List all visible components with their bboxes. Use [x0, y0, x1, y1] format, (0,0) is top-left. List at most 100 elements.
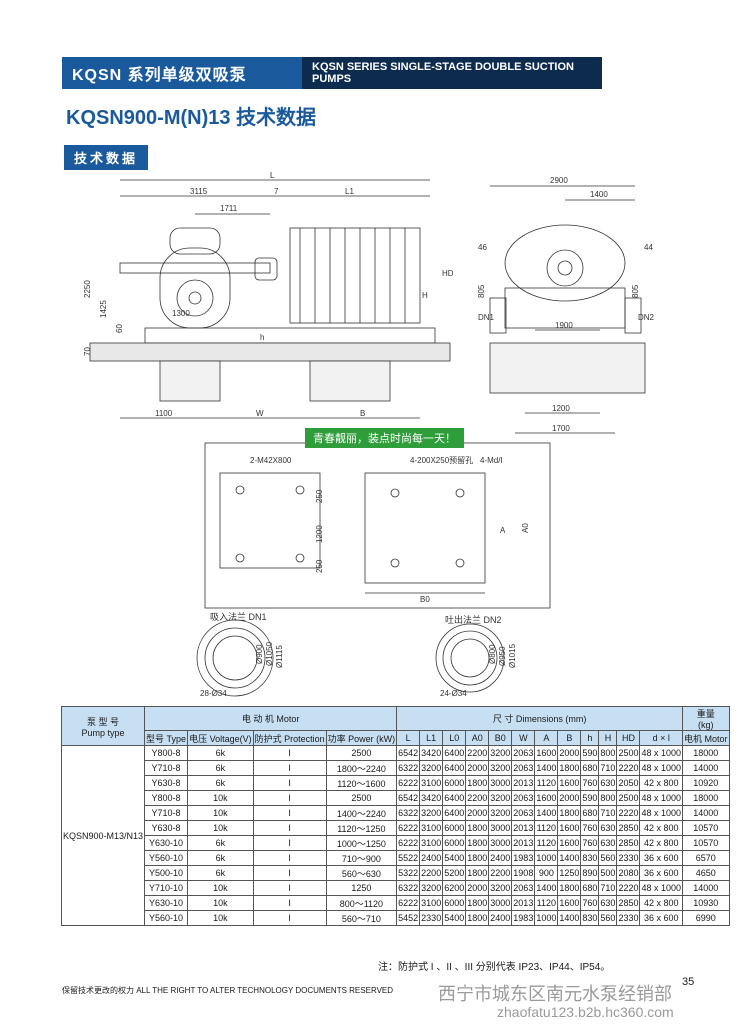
slogan-banner: 青春靓丽，装点时尚每一天！	[305, 428, 464, 448]
dim-1425: 1425	[99, 300, 108, 318]
table-cell: 1800	[465, 865, 490, 881]
table-cell: 6000	[442, 895, 467, 911]
table-cell: 2000	[465, 760, 490, 776]
table-cell: Y710-10	[144, 880, 189, 896]
table-cell: 1400	[557, 850, 582, 866]
table-cell: 5522	[396, 850, 421, 866]
table-cell: 10k	[187, 805, 254, 821]
table-cell: 1800	[465, 850, 490, 866]
table-cell: 36 x 600	[639, 910, 684, 926]
table-cell: 680	[580, 880, 600, 896]
col-dim: HD	[616, 730, 641, 746]
table-cell: 1400	[534, 880, 559, 896]
table-cell: Y500-10	[144, 865, 189, 881]
table-cell: 1600	[557, 820, 582, 836]
table-cell: 6400	[442, 760, 467, 776]
table-cell: 36 x 600	[639, 865, 684, 881]
table-cell: 14000	[682, 760, 730, 776]
table-cell: 3200	[488, 760, 513, 776]
table-cell: 2063	[511, 880, 536, 896]
dim-44: 44	[644, 243, 653, 252]
hdr-motor: 电 动 机 Motor	[144, 706, 398, 731]
table-cell: 2063	[511, 805, 536, 821]
table-cell: 3200	[419, 805, 444, 821]
dim-HD: HD	[442, 269, 454, 278]
table-cell: 1600	[534, 745, 559, 761]
table-cell: 4650	[682, 865, 730, 881]
table-cell: 560～710	[325, 910, 398, 926]
col-dim: d × l	[639, 730, 684, 746]
table-cell: Y560-10	[144, 910, 189, 926]
dim-s1115: Ø1115	[275, 645, 284, 668]
table-cell: I	[252, 745, 327, 761]
table-cell: 760	[580, 835, 600, 851]
table-cell: 1120	[534, 820, 559, 836]
table-cell: 1983	[511, 910, 536, 926]
table-cell: 2080	[616, 865, 641, 881]
table-cell: 6542	[396, 790, 421, 806]
page-number: 35	[682, 976, 695, 988]
dim-70: 70	[83, 347, 92, 356]
table-cell: 630	[598, 775, 618, 791]
dim-805b: 805	[631, 284, 640, 298]
table-cell: 1000	[534, 850, 559, 866]
table-cell: 760	[580, 820, 600, 836]
table-cell: 48 x 1000	[639, 760, 684, 776]
table-cell: 890	[580, 865, 600, 881]
table-cell: 830	[580, 910, 600, 926]
table-cell: 2000	[557, 745, 582, 761]
table-cell: 6400	[442, 805, 467, 821]
table-cell: 10k	[187, 820, 254, 836]
table-cell: 1120	[534, 775, 559, 791]
table-cell: 1800	[465, 895, 490, 911]
table-cell: 630	[598, 820, 618, 836]
table-cell: I	[252, 910, 327, 926]
table-cell: 5400	[442, 850, 467, 866]
protection-note: 注：防护式 I 、II 、III 分别代表 IP23、IP44、IP54。	[378, 962, 611, 973]
table-cell: Y710-8	[144, 805, 189, 821]
table-cell: 2200	[465, 745, 490, 761]
table-cell: 710	[598, 880, 618, 896]
table-cell: 6570	[682, 850, 730, 866]
table-cell: I	[252, 760, 327, 776]
footer-rights: 保留技术更改的权力 ALL THE RIGHT TO ALTER TECHNOL…	[62, 986, 394, 995]
table-cell: 1400	[557, 910, 582, 926]
foundation-plan: 2-M42X800 4-200X250预留孔 4-Md/l 250 1200 2…	[204, 442, 551, 609]
table-cell: 590	[580, 790, 600, 806]
dim-7: 7	[274, 187, 279, 196]
table-cell: 710～900	[325, 850, 398, 866]
table-cell: 6000	[442, 835, 467, 851]
table-cell: 760	[580, 775, 600, 791]
table-cell: 590	[580, 745, 600, 761]
pump-drawing: L 3115 7 L1 1711 1300 HD H 2250 1425 60 …	[83, 171, 655, 698]
table-cell: 2200	[488, 865, 513, 881]
table-cell: 14000	[682, 880, 730, 896]
dim-60: 60	[115, 324, 124, 333]
dim-1700: 1700	[552, 424, 570, 433]
table-cell: 3200	[488, 745, 513, 761]
table-cell: I	[252, 865, 327, 881]
col-motor-weight: 电机 Motor	[682, 730, 730, 746]
table-cell: 2000	[557, 790, 582, 806]
table-cell: 1800	[557, 880, 582, 896]
table-cell: 2500	[616, 745, 641, 761]
dim-bolt2: 4-Md/l	[480, 456, 502, 465]
end-view: 2900 1400 46 44 805 805 DN1 DN2 1900 120…	[477, 176, 655, 434]
hdr-pump-type: 泵 型 号 Pump type	[60, 706, 146, 746]
table-cell: 6k	[187, 760, 254, 776]
table-cell: 1983	[511, 850, 536, 866]
table-cell: 48 x 1000	[639, 880, 684, 896]
table-cell: 3100	[419, 820, 444, 836]
table-cell: 18000	[682, 745, 730, 761]
table-cell: 560	[598, 850, 618, 866]
dim-A0: A0	[521, 523, 530, 533]
col-dim: L	[396, 730, 421, 746]
table-cell: 3000	[488, 775, 513, 791]
dim-1900: 1900	[555, 321, 573, 330]
